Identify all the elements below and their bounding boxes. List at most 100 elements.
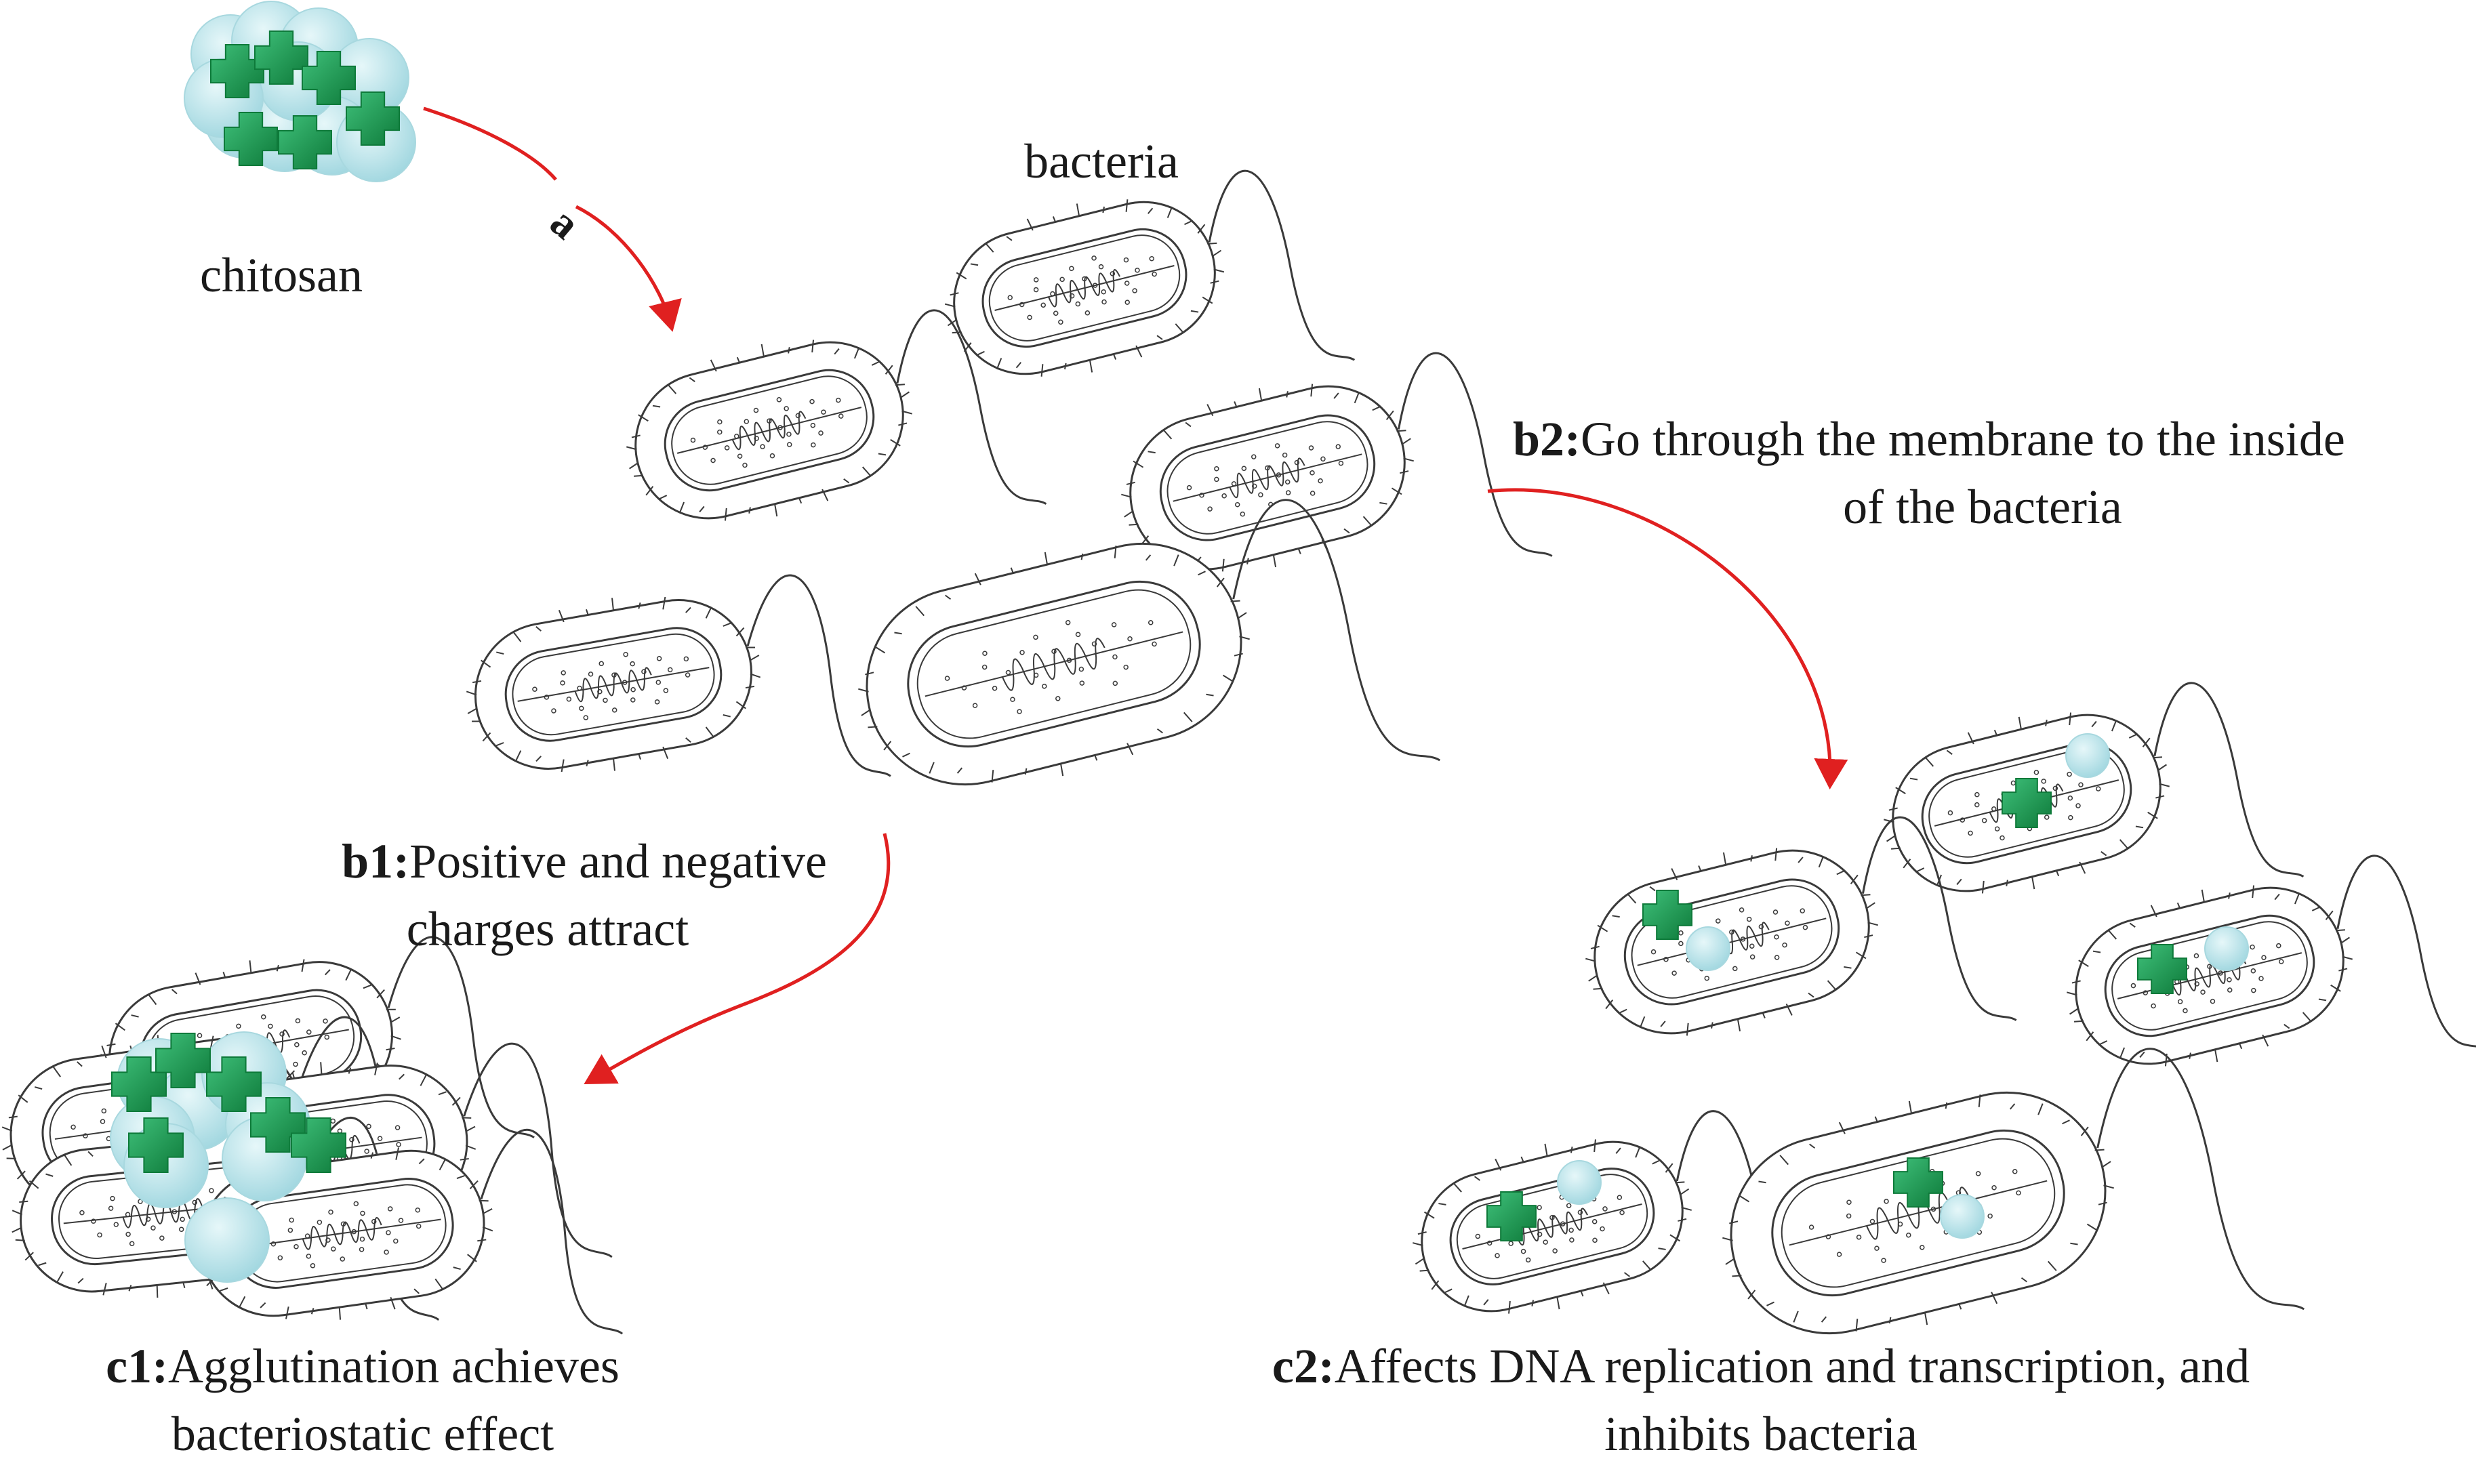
b1-key: b1: xyxy=(342,834,409,888)
bacterium-c2-bottom-left xyxy=(1413,1110,1822,1314)
positive-charge-plus-icon xyxy=(1642,890,1692,940)
positive-charge-plus-icon xyxy=(1893,1157,1943,1208)
chitosan-bead-icon xyxy=(2204,926,2249,971)
chitosan-bead-icon xyxy=(1557,1160,1602,1205)
bacteria-group xyxy=(1,169,2476,1335)
ribosomes xyxy=(1007,255,1157,325)
positive-charge-plus-icon xyxy=(155,1033,211,1088)
flagellum xyxy=(2336,854,2476,1050)
arrow-b1 xyxy=(584,833,891,1085)
chitosan-bead-icon xyxy=(1686,926,1730,971)
flagellum xyxy=(480,1128,624,1335)
c2-line2: inhibits bacteria xyxy=(1604,1407,1917,1461)
arrows-group xyxy=(423,106,1848,1085)
positive-charge-plus-icon xyxy=(128,1117,184,1173)
nucleoid xyxy=(731,411,807,451)
ribosomes xyxy=(944,619,1157,714)
c2-line1: Affects DNA replication and transcriptio… xyxy=(1335,1339,2250,1393)
bacterium-c2-right xyxy=(2067,854,2476,1067)
nucleoid xyxy=(122,1198,203,1229)
flagellum xyxy=(387,936,535,1138)
chitosan-bead-icon xyxy=(1940,1194,1985,1239)
positive-charge-plus-icon xyxy=(210,44,264,98)
b2-key: b2: xyxy=(1513,412,1581,466)
cell-membrane xyxy=(981,228,1188,348)
ribosomes xyxy=(532,652,691,720)
c1-line2: bacteriostatic effect xyxy=(171,1407,554,1461)
flagellum xyxy=(1397,352,1553,557)
flagellum xyxy=(1232,499,1441,762)
arrow-a-label: a xyxy=(542,197,589,248)
cell-membrane xyxy=(1771,1129,2065,1297)
pili xyxy=(1884,712,2170,894)
cell-membrane xyxy=(664,369,875,492)
arrow-a-lower xyxy=(575,205,682,332)
ribosomes xyxy=(1186,443,1344,517)
bacterium-c2-bottom-large xyxy=(1722,1048,2305,1335)
c1-line1: Agglutination achieves xyxy=(168,1339,620,1393)
flagellum xyxy=(2153,682,2305,878)
pili xyxy=(2067,885,2353,1067)
nucleoid xyxy=(302,1217,382,1250)
pili xyxy=(191,1147,493,1320)
b2-line1: Go through the membrane to the inside xyxy=(1581,412,2345,466)
chitosan-bead-icon xyxy=(2065,733,2110,778)
positive-charge-plus-icon xyxy=(111,1056,167,1112)
c2-caption: c2:Affects DNA replication and transcrip… xyxy=(1272,1339,2250,1393)
positive-charge-plus-icon xyxy=(2002,778,2052,828)
cell-membrane xyxy=(1921,741,2132,865)
flagellum xyxy=(746,574,891,777)
flagellum xyxy=(1861,816,2017,1021)
positive-charge-plus-icon xyxy=(250,1097,306,1153)
positive-charge-plus-icon xyxy=(1486,1191,1537,1241)
bacterium-large-center xyxy=(858,499,1441,786)
pili xyxy=(1585,848,1878,1036)
b1-line2: charges attract xyxy=(407,902,689,956)
positive-charge-plus-icon xyxy=(254,30,308,85)
chitosan-bead-icon xyxy=(184,1197,270,1283)
nucleoid xyxy=(1229,457,1305,499)
nucleoid xyxy=(1048,269,1120,308)
ribosomes xyxy=(259,1201,422,1269)
c1-key: c1: xyxy=(106,1339,168,1393)
positive-charge-plus-icon xyxy=(291,1117,346,1173)
positive-charge-plus-icon xyxy=(278,115,332,169)
c1-caption: c1:Agglutination achieves xyxy=(106,1339,620,1393)
nucleoid xyxy=(574,667,652,703)
pili xyxy=(858,545,1250,783)
flagellum xyxy=(2096,1048,2305,1311)
chitosan-label: chitosan xyxy=(200,248,363,302)
cell-membrane xyxy=(1449,1168,1655,1285)
positive-charge-plus-icon xyxy=(302,51,356,105)
bacteria-label: bacteria xyxy=(1024,134,1179,188)
arrow-a-upper xyxy=(423,106,557,181)
pili xyxy=(944,199,1225,377)
cell-membrane xyxy=(504,627,723,742)
cell-membrane xyxy=(907,580,1201,748)
b1-caption: b1:Positive and negative xyxy=(342,834,827,888)
flagellum xyxy=(463,1042,613,1258)
c2-key: c2: xyxy=(1272,1339,1335,1393)
positive-charge-plus-icon xyxy=(346,91,400,146)
bacterium-top xyxy=(944,169,1356,377)
cell-membrane xyxy=(2104,914,2315,1037)
flagellum xyxy=(896,309,1047,505)
pili xyxy=(466,596,761,772)
positive-charge-plus-icon xyxy=(224,112,278,166)
pili xyxy=(626,339,912,521)
pili xyxy=(1413,1139,1692,1314)
bacterium-upper-left xyxy=(626,309,1047,521)
flagellum xyxy=(1208,169,1356,361)
bacterium-lower-left xyxy=(466,574,891,777)
pili xyxy=(1722,1094,2114,1332)
chitosan-particles-group xyxy=(110,1,2249,1283)
ribosomes xyxy=(690,397,844,468)
b2-line2: of the bacteria xyxy=(1843,480,2122,534)
cell-membrane xyxy=(1159,414,1376,541)
nucleoid xyxy=(1002,638,1105,691)
positive-charge-plus-icon xyxy=(2137,944,2187,994)
cell-membrane xyxy=(1623,878,1840,1006)
positive-charge-plus-icon xyxy=(206,1056,262,1112)
b1-line1: Positive and negative xyxy=(409,834,827,888)
